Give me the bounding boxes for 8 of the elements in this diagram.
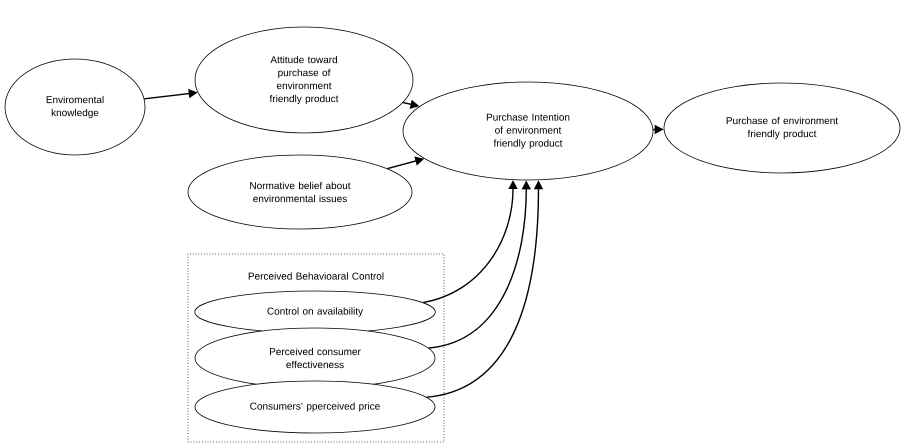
ellipse-node: Normative belief about environmental issues	[188, 154, 412, 230]
ellipse-node: Purchase Intention of environment friendly product	[402, 82, 654, 180]
ellipse-node: Attitude toward purchase of environment friendly product	[194, 26, 414, 134]
ellipse-node: Enviromental knowledge	[4, 58, 146, 156]
ellipse-node: Control on availability	[194, 290, 436, 334]
ellipse-node: Purchase of environment friendly product	[664, 82, 900, 174]
ellipse-node: Consumers’ pperceived price	[194, 380, 436, 434]
ellipse-node: Perceived consumer effectiveness	[194, 328, 436, 388]
